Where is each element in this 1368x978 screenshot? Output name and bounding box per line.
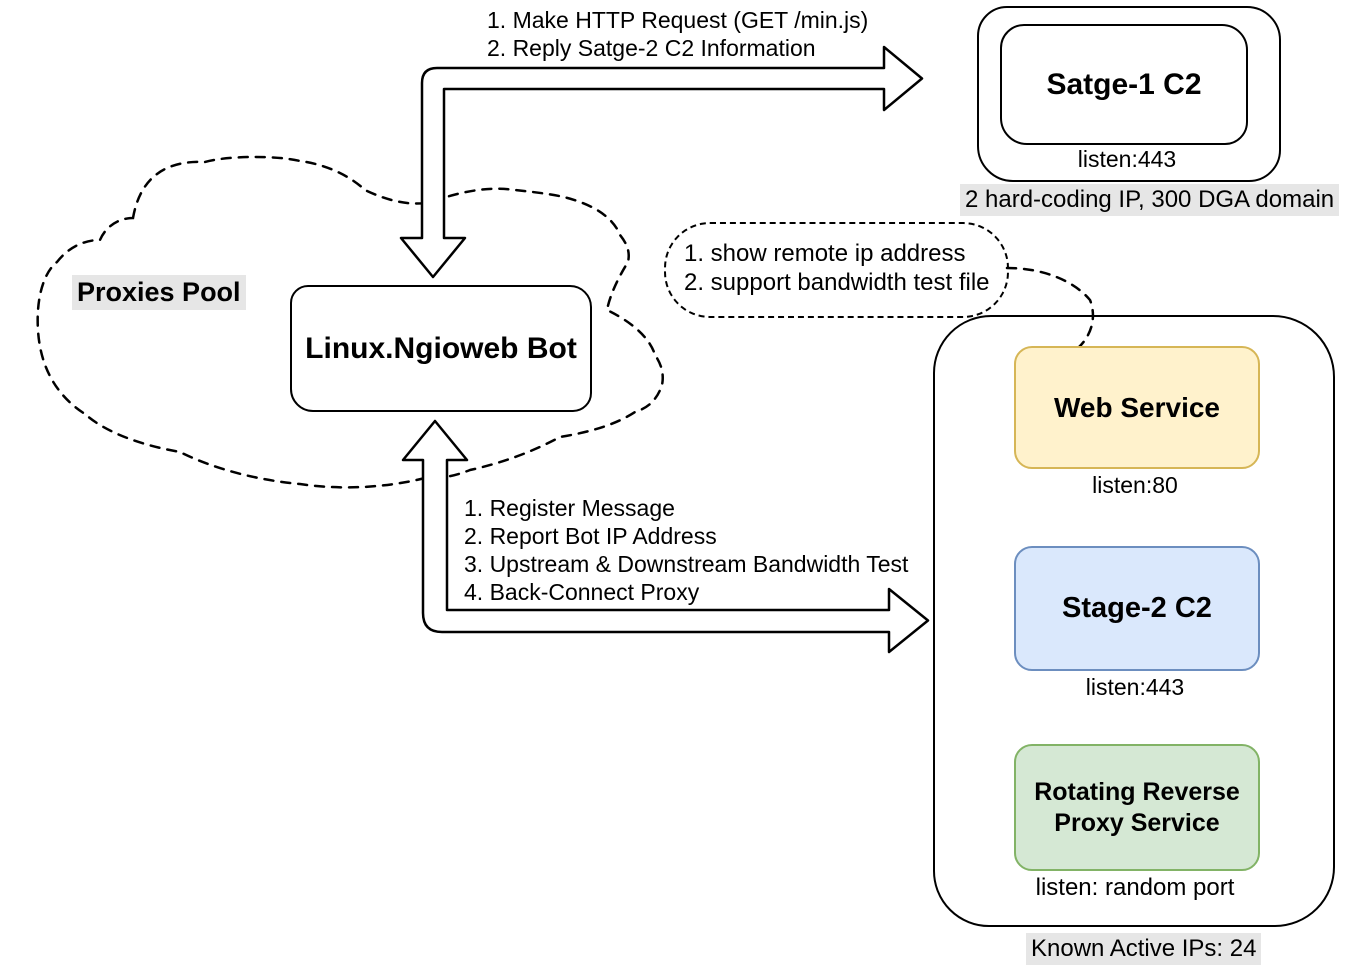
bottom-flow-line-3: 3. Upstream & Downstream Bandwidth Test [464, 551, 909, 577]
rotating-proxy-title-line-1: Rotating Reverse [1034, 777, 1240, 806]
stage1-c2-box: Satge-1 C2 [1000, 24, 1248, 145]
rotating-proxy-title-line-2: Proxy Service [1054, 808, 1220, 837]
web-service-title: Web Service [1053, 391, 1221, 423]
bubble-line-1: 1. show remote ip address [684, 240, 966, 267]
capability-bubble [664, 222, 1009, 318]
bubble-to-webservice-connector [1005, 266, 1095, 350]
web-service-box: Web Service [1014, 346, 1260, 469]
stage2-c2-listen-label: listen:443 [1085, 674, 1185, 700]
bot-label: Linux.Ngioweb Bot [305, 331, 577, 365]
known-active-ips-note: Known Active IPs: 24 [1026, 933, 1262, 965]
bottom-flow-line-2: 2. Report Bot IP Address [464, 523, 717, 549]
bottom-flow-annotation: 1. Register Message 2. Report Bot IP Add… [464, 494, 908, 606]
arrow-bot-stage1 [399, 45, 924, 279]
proxies-pool-label: Proxies Pool [72, 275, 246, 310]
stage1-c2-title: Satge-1 C2 [1046, 67, 1202, 101]
bubble-line-2: 2. support bandwidth test file [684, 269, 990, 296]
rotating-proxy-listen-label: listen: random port [1035, 874, 1235, 901]
rotating-proxy-title: Rotating Reverse Proxy Service [1034, 777, 1240, 839]
bot-box: Linux.Ngioweb Bot [290, 285, 592, 412]
stage1-listen-label: listen:443 [1077, 146, 1177, 172]
capability-bubble-text: 1. show remote ip address 2. support ban… [684, 239, 990, 297]
bottom-flow-line-4: 4. Back-Connect Proxy [464, 579, 700, 605]
top-flow-line-2: 2. Reply Satge-2 C2 Information [487, 35, 816, 61]
rotating-proxy-box: Rotating Reverse Proxy Service [1014, 744, 1260, 871]
top-flow-line-1: 1. Make HTTP Request (GET /min.js) [487, 7, 869, 33]
bottom-flow-line-1: 1. Register Message [464, 495, 675, 521]
arrow-bot-stage2 [401, 419, 930, 654]
web-service-listen-label: listen:80 [1092, 472, 1178, 498]
top-flow-annotation: 1. Make HTTP Request (GET /min.js) 2. Re… [487, 6, 868, 62]
proxies-pool-cloud-outline [36, 155, 664, 489]
stage2-c2-box: Stage-2 C2 [1014, 546, 1260, 671]
stage2-c2-title: Stage-2 C2 [1062, 592, 1212, 624]
stage1-note: 2 hard-coding IP, 300 DGA domain [960, 184, 1340, 216]
stage2-server-container [933, 315, 1335, 927]
